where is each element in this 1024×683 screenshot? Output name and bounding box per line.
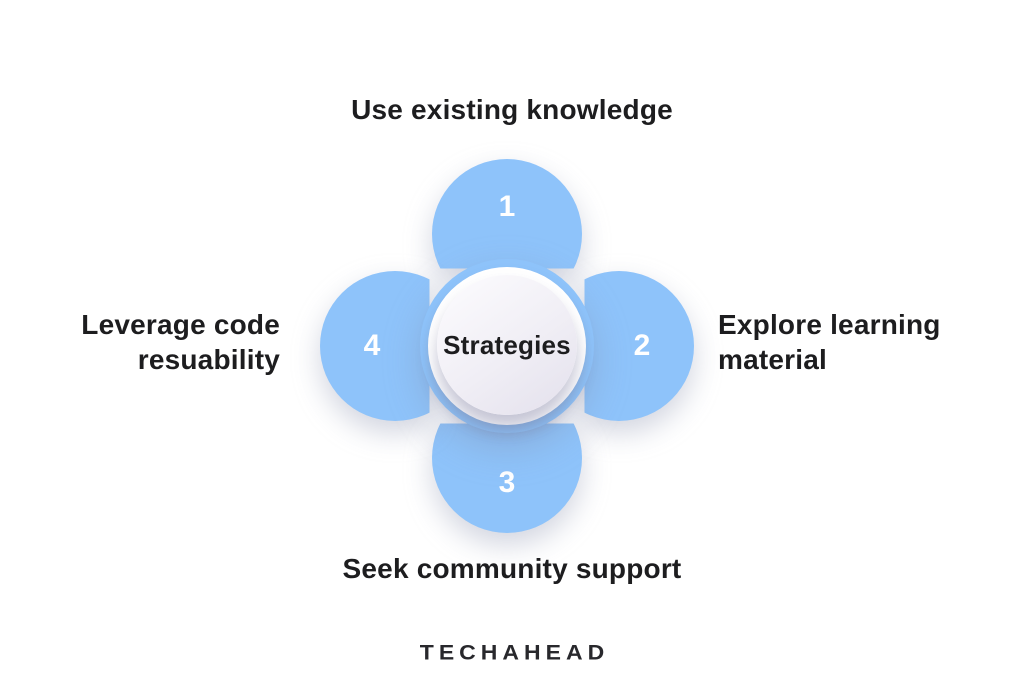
- label-use-existing-knowledge: Use existing knowledge: [351, 94, 673, 125]
- petal-1-top: 1: [432, 159, 582, 309]
- petal-4-left: 4: [320, 271, 470, 421]
- center-hub-label: Strategies: [443, 329, 571, 360]
- label-leverage-code-reusability: Leverage code resuability: [81, 309, 280, 375]
- petal-3-shape: 3: [432, 423, 582, 533]
- center-hub: Strategies: [420, 259, 594, 433]
- petal-4-shape: 4: [320, 271, 430, 421]
- petal-3-number: 3: [498, 466, 516, 499]
- center-hub-blue-ring: Strategies: [420, 259, 594, 433]
- petal-2-number: 2: [633, 329, 651, 362]
- center-hub-inner-circle: Strategies: [437, 275, 577, 415]
- petal-4-number: 4: [363, 329, 381, 362]
- techahead-logo: TECHAHEAD: [419, 640, 610, 664]
- petal-2-shape: 2: [584, 271, 694, 421]
- label-explore-learning-material: Explore learning material: [718, 309, 941, 375]
- petal-1-number: 1: [498, 190, 516, 223]
- label-seek-community-support: Seek community support: [342, 553, 682, 584]
- petal-3-bottom: 3: [432, 383, 582, 533]
- petal-1-shape: 1: [432, 159, 582, 269]
- petal-2-right: 2: [544, 271, 694, 421]
